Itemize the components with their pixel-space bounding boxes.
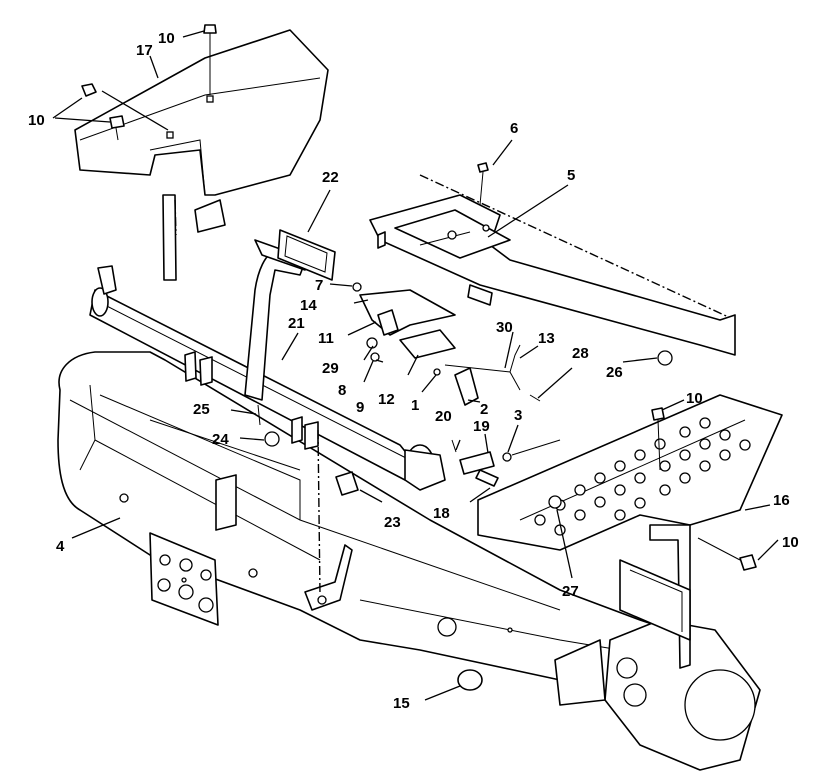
callout-26: 26 bbox=[606, 364, 623, 381]
callout-13: 13 bbox=[538, 330, 555, 347]
callout-27: 27 bbox=[562, 583, 579, 600]
callout-10-bottom: 10 bbox=[782, 534, 799, 551]
plate-holes bbox=[534, 417, 751, 536]
callout-4: 4 bbox=[56, 538, 65, 555]
callout-3: 3 bbox=[514, 407, 522, 424]
leader-lines bbox=[52, 30, 779, 701]
callout-6: 6 bbox=[510, 120, 518, 137]
callout-10-left: 10 bbox=[28, 112, 45, 129]
callout-28: 28 bbox=[572, 345, 589, 362]
callout-9: 9 bbox=[356, 399, 364, 416]
callout-23: 23 bbox=[384, 514, 401, 531]
callout-29: 29 bbox=[322, 360, 339, 377]
callout-22: 22 bbox=[322, 169, 339, 186]
callout-30: 30 bbox=[496, 319, 513, 336]
brake-pedal bbox=[244, 229, 336, 401]
callout-19: 19 bbox=[473, 418, 490, 435]
cover-panel bbox=[369, 174, 736, 356]
callout-18: 18 bbox=[433, 505, 450, 522]
hardware bbox=[81, 24, 757, 691]
callout-11: 11 bbox=[318, 330, 334, 347]
fender bbox=[74, 29, 329, 281]
callout-10-plate: 10 bbox=[686, 390, 703, 407]
callout-14: 14 bbox=[300, 297, 317, 314]
callout-24: 24 bbox=[212, 431, 229, 448]
callout-12: 12 bbox=[378, 391, 395, 408]
callout-7: 7 bbox=[315, 277, 323, 294]
foot-plate bbox=[477, 394, 783, 669]
callout-1: 1 bbox=[411, 397, 419, 414]
callout-5: 5 bbox=[567, 167, 575, 184]
callout-20: 20 bbox=[435, 408, 452, 425]
callout-25: 25 bbox=[193, 401, 210, 418]
callout-21: 21 bbox=[288, 315, 305, 332]
callout-8: 8 bbox=[338, 382, 346, 399]
callout-10-top: 10 bbox=[158, 30, 175, 47]
callout-17: 17 bbox=[136, 42, 153, 59]
callout-16: 16 bbox=[773, 492, 790, 509]
main-frame bbox=[57, 351, 761, 771]
callout-15: 15 bbox=[393, 695, 410, 712]
callouts: 10 17 10 6 5 22 7 14 21 30 13 11 28 29 2… bbox=[28, 30, 799, 712]
callout-2: 2 bbox=[480, 401, 488, 418]
